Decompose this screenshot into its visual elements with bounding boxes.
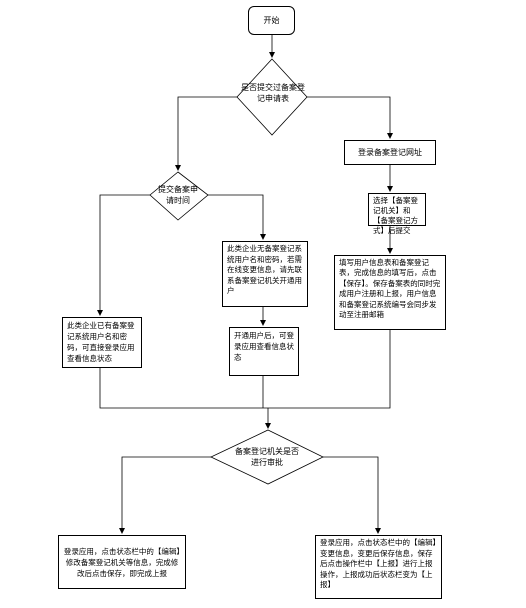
connector-decision-right (307, 96, 393, 139)
fill-form-label: 填写用户信息表和备案登记表，完成信息的填写后，点击【保存】。保存备案表的同时完成… (339, 258, 441, 320)
no-account-box: 此类企业无备案登记系统用户名和密码，若需在线变更信息，请先联系备案登记机关开通用… (222, 241, 308, 307)
decision-approve-shape (210, 429, 324, 485)
login-site-label: 登录备案登记网址 (358, 148, 422, 157)
decision-time-shape (149, 171, 209, 221)
bottom-right-label: 登录应用，点击状态栏中的【编辑】变更信息，变更后保存信息，保存后点击操作栏中【上… (320, 538, 437, 590)
decision-submitted-label: 是否提交过备案登记申请表 (241, 83, 305, 103)
connector-time-right (208, 194, 266, 240)
connector-fill-down (268, 330, 391, 409)
select-org-box: 选择【备案登记机关】和【备案登记方式】后提交 (368, 193, 426, 235)
start-label: 开始 (263, 16, 280, 25)
select-org-label: 选择【备案登记机关】和【备案登记方式】后提交 (373, 196, 418, 235)
decision-approve-label: 备案登记机关是否进行审批 (235, 447, 299, 467)
connector-approve-right (323, 456, 381, 534)
after-open-label: 开通用户后，可登录应用查看信息状态 (234, 331, 294, 362)
bottom-right-box: 登录应用，点击状态栏中的【编辑】变更信息，变更后保存信息，保存后点击操作栏中【上… (315, 535, 442, 599)
login-site-box: 登录备案登记网址 (344, 140, 436, 165)
connector-time-left (97, 194, 150, 316)
bottom-left-box: 登录应用，点击状态栏中的【编辑】修改备案登记机关等信息，完成修改后点击保存，即完… (58, 535, 186, 589)
connector-approve-left (119, 456, 211, 534)
fill-form-box: 填写用户信息表和备案登记表，完成信息的填写后，点击【保存】。保存备案表的同时完成… (334, 255, 446, 330)
start-node: 开始 (248, 6, 295, 35)
registered-user-box: 此类企业已有备案登记系统用户名和密码，可直接登录应用查看信息状态 (62, 317, 142, 368)
connector-registered-down (99, 368, 268, 409)
bottom-left-label: 登录应用，点击状态栏中的【编辑】修改备案登记机关等信息，完成修改后点击保存，即完… (63, 546, 181, 578)
decision-time-label: 提交备案申请时间 (158, 185, 198, 205)
connector-decision-left (175, 96, 237, 171)
decision-submitted-shape (236, 58, 308, 136)
no-account-label: 此类企业无备案登记系统用户名和密码，若需在线变更信息，请先联系备案登记机关开通用… (227, 244, 302, 296)
registered-user-label: 此类企业已有备案登记系统用户名和密码，可直接登录应用查看信息状态 (67, 321, 135, 363)
after-open-box: 开通用户后，可登录应用查看信息状态 (229, 327, 299, 376)
